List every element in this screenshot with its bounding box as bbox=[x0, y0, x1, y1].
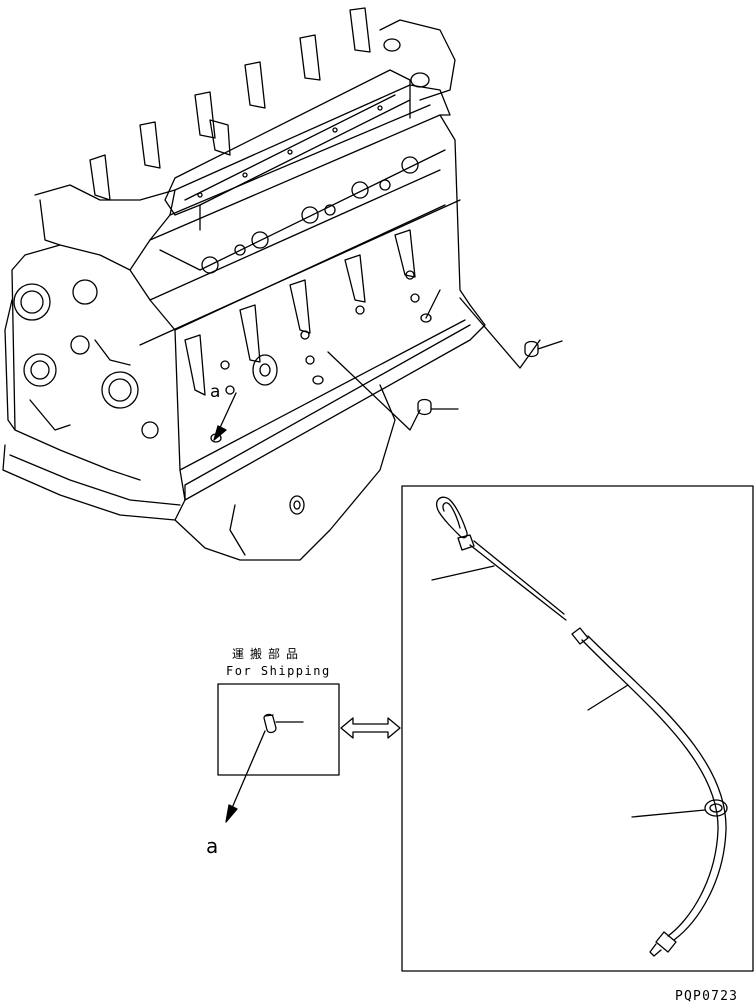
drawing-number: PQP0723 bbox=[675, 989, 739, 1004]
shipping-label-english: For Shipping bbox=[226, 664, 331, 678]
shipping-label-japanese: 運搬部品 bbox=[232, 647, 305, 661]
engine-block-illustration bbox=[2, 7, 486, 561]
shipping-parts-box bbox=[217, 683, 340, 823]
plug-callouts bbox=[327, 289, 563, 431]
reference-mark-engine: a bbox=[210, 382, 221, 402]
reference-arrow-engine bbox=[213, 392, 237, 441]
double-headed-arrow-icon bbox=[340, 717, 401, 739]
reference-mark-shipping: a bbox=[206, 834, 219, 858]
dipstick-detail-box bbox=[401, 485, 754, 972]
